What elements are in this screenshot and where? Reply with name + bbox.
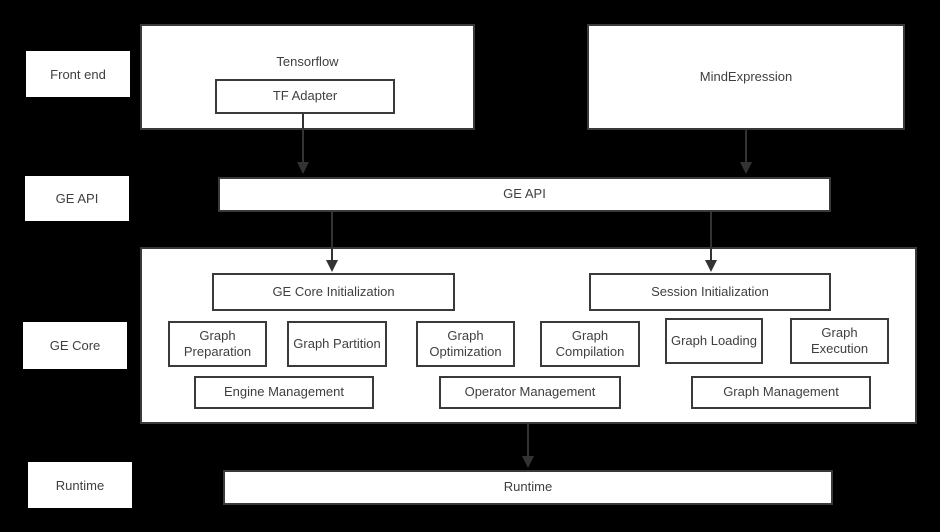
operator-management-box: Operator Management [439,376,621,409]
row-label-ge-core: GE Core [23,322,127,369]
tf-adapter-box: TF Adapter [215,79,395,114]
tensorflow-label: Tensorflow [276,54,339,69]
arrow-down-icon [297,162,309,174]
arrow-down-icon [522,456,534,468]
arrow-down-icon [740,162,752,174]
graph-optimization-box: Graph Optimization [416,321,515,367]
arrow-down-icon [705,260,717,272]
row-label-runtime: Runtime [28,462,132,508]
graph-management-box: Graph Management [691,376,871,409]
arrow-down-icon [326,260,338,272]
arrow-ge-core-to-runtime [522,424,534,468]
arrow-mindexpression-to-ge-api [740,130,752,174]
row-label-ge-api: GE API [25,176,129,221]
arrow-shaft [745,130,747,163]
ge-core-container: GE Core Initialization Session Initializ… [140,247,917,424]
arrow-tf-adapter-to-ge-api [297,114,309,174]
arrow-shaft [527,424,529,457]
arrow-ge-api-to-session-init [705,212,717,272]
graph-preparation-box: Graph Preparation [168,321,267,367]
arrow-ge-api-to-core-init [326,212,338,272]
arrow-shaft [302,114,304,163]
graph-partition-box: Graph Partition [287,321,387,367]
graph-loading-box: Graph Loading [665,318,763,364]
tensorflow-box: Tensorflow TF Adapter [140,24,475,130]
ge-core-initialization-box: GE Core Initialization [212,273,455,311]
mindexpression-box: MindExpression [587,24,905,130]
graph-compilation-box: Graph Compilation [540,321,640,367]
arrow-shaft [331,212,333,261]
graph-execution-box: Graph Execution [790,318,889,364]
row-label-front-end: Front end [26,51,130,97]
engine-management-box: Engine Management [194,376,374,409]
runtime-bar: Runtime [223,470,833,505]
ge-api-bar: GE API [218,177,831,212]
arrow-shaft [710,212,712,261]
session-initialization-box: Session Initialization [589,273,831,311]
